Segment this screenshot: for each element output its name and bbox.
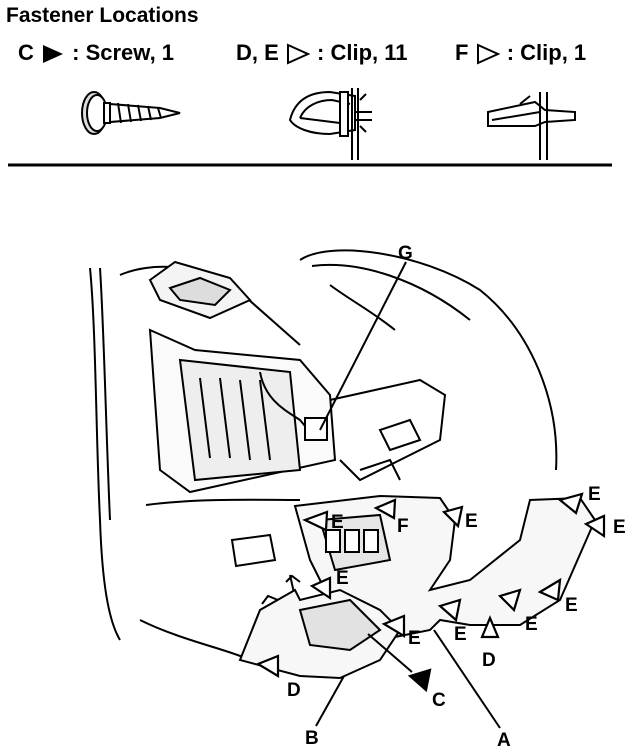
callout-labels: G E F E E E E E E E E D D C B A <box>287 243 626 751</box>
leader-g <box>319 261 407 431</box>
clip-e-arrow <box>537 577 562 602</box>
label-e: E <box>331 512 344 533</box>
leader-lines <box>315 261 501 729</box>
clip-e-arrow <box>437 598 462 623</box>
legend-code: F <box>455 40 469 65</box>
legend-code: C <box>18 40 34 65</box>
clip-e-arrow <box>497 588 522 613</box>
outline-triangle-icon <box>476 43 501 65</box>
clip-d-arrow <box>480 615 500 639</box>
legend-item-screw: C : Screw, 1 <box>18 40 174 66</box>
label-e: E <box>565 595 578 616</box>
label-e: E <box>336 568 349 589</box>
legend-text: : Clip, 1 <box>506 40 587 65</box>
label-e: E <box>588 484 601 505</box>
label-e: E <box>408 628 421 649</box>
label-b: B <box>305 728 319 749</box>
label-a: A <box>497 730 511 751</box>
legend-text: : Screw, 1 <box>72 40 175 65</box>
clip-e-arrow <box>309 576 332 601</box>
legend-code: D, E <box>236 40 279 65</box>
label-d: D <box>482 650 496 671</box>
outline-triangle-icon <box>286 43 311 65</box>
dashboard-drawing <box>89 249 597 680</box>
clip-d-arrow <box>255 654 280 678</box>
leader-b <box>315 675 345 727</box>
clip-e-arrow <box>381 614 406 638</box>
label-f: F <box>397 516 409 537</box>
clip-e-arrow <box>302 510 329 532</box>
leader-a <box>433 629 501 729</box>
clip-e-arrow <box>557 492 584 515</box>
clip-e-arrow <box>583 514 606 539</box>
fastener-markers <box>255 492 606 693</box>
clip-f-arrow <box>373 498 397 520</box>
screw-c-arrow <box>407 668 432 693</box>
clip-e-arrow <box>441 505 464 529</box>
screw-icon <box>81 91 181 135</box>
legend-item-clip-de: D, E : Clip, 11 <box>236 40 408 66</box>
label-e: E <box>465 511 478 532</box>
page-title: Fastener Locations <box>6 4 199 27</box>
legend-text: : Clip, 11 <box>317 40 408 65</box>
filled-triangle-icon <box>43 45 64 64</box>
clip-de-icon <box>288 88 372 160</box>
leader-c <box>367 633 413 673</box>
legend-item-clip-f: F : Clip, 1 <box>455 40 586 66</box>
clip-f-icon <box>487 92 576 160</box>
label-g: G <box>398 243 413 264</box>
label-e: E <box>454 624 467 645</box>
label-d: D <box>287 680 301 701</box>
label-e: E <box>525 614 538 635</box>
label-e: E <box>613 517 626 538</box>
label-c: C <box>432 690 446 711</box>
